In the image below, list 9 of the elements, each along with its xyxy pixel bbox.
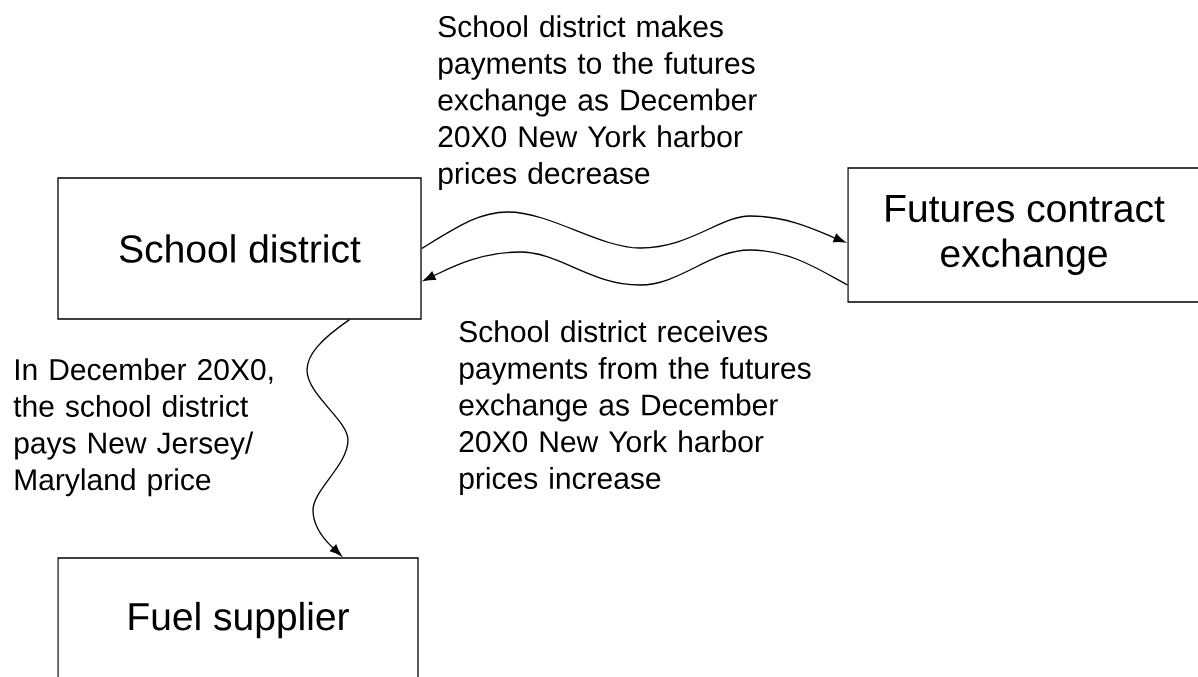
box: Fuel supplier: [57, 557, 419, 677]
box: Futures contract exchange: [847, 167, 1198, 303]
edge-label: In December 20X0, the school district pays New Jersey/ Maryland price: [13, 358, 273, 497]
wavy-arrow: [421, 211, 846, 250]
wavy-arrow: [306, 319, 351, 557]
box: School district: [57, 177, 422, 320]
wavy-arrow: [423, 249, 848, 286]
edge-label: School district makes payments to the futures exchange as December 20X0 New York harbor prices decrease: [438, 15, 757, 190]
edge-label: School district receives payments from the futures exchange as December 20X0 New York harbor prices increase: [459, 320, 811, 495]
